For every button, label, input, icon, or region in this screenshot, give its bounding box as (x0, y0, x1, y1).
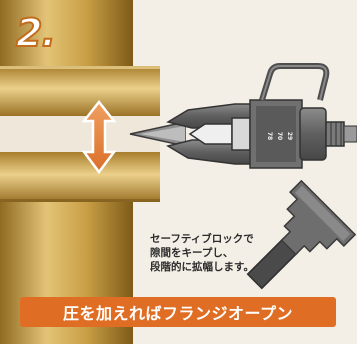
tool-mark: 70 (276, 132, 283, 140)
upper-flange (0, 66, 160, 116)
caption-line: 段階的に拡幅します。 (150, 261, 254, 273)
banner-text: 圧を加えればフランジオープン (62, 304, 294, 323)
safety-block-detail (246, 179, 357, 290)
hydraulic-cylinder (299, 107, 327, 161)
caption-text: セーフティブロックで 隙間をキープし、 段階的に拡幅します。 (150, 232, 280, 274)
tool-mark: 78 (266, 132, 273, 140)
caption-line: セーフティブロックで (150, 233, 254, 245)
step-number: 2. (15, 11, 57, 55)
banner: 圧を加えればフランジオープン (20, 297, 336, 327)
spread-arrow-icon (81, 99, 117, 175)
caption-line: 隙間をキープし、 (150, 247, 234, 259)
tool-mark: 29 (286, 132, 293, 140)
lower-flange (0, 152, 160, 202)
hose-coupling (325, 121, 357, 147)
flange-spreader-tool: 78 70 29 (129, 63, 357, 169)
